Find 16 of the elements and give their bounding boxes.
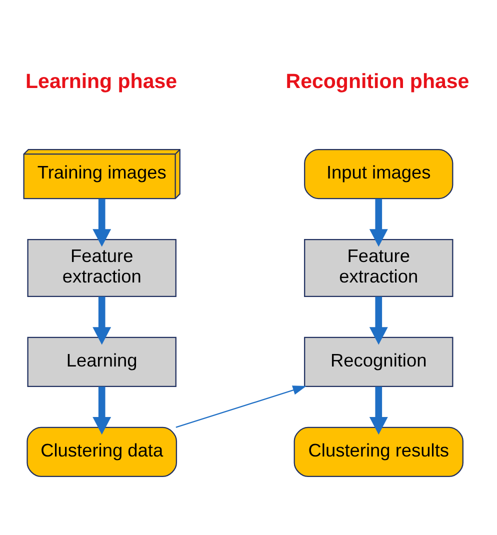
arrow	[92, 386, 112, 434]
arrow	[92, 296, 112, 344]
arrow	[369, 296, 388, 344]
arrow	[369, 386, 388, 434]
arrow	[369, 198, 388, 246]
label: Learning phase	[26, 69, 178, 92]
node-box: Recognition	[304, 336, 454, 387]
label: Recognition phase	[286, 69, 470, 92]
node-box: Input images	[304, 148, 454, 199]
node-box: Clustering results	[294, 426, 464, 477]
node-box: Feature extraction	[27, 238, 176, 297]
node-box: Feature extraction	[304, 238, 454, 297]
node-box: Clustering data	[26, 426, 178, 477]
node-box: Learning	[27, 336, 176, 387]
arrow	[92, 198, 112, 246]
arrow	[176, 385, 306, 428]
